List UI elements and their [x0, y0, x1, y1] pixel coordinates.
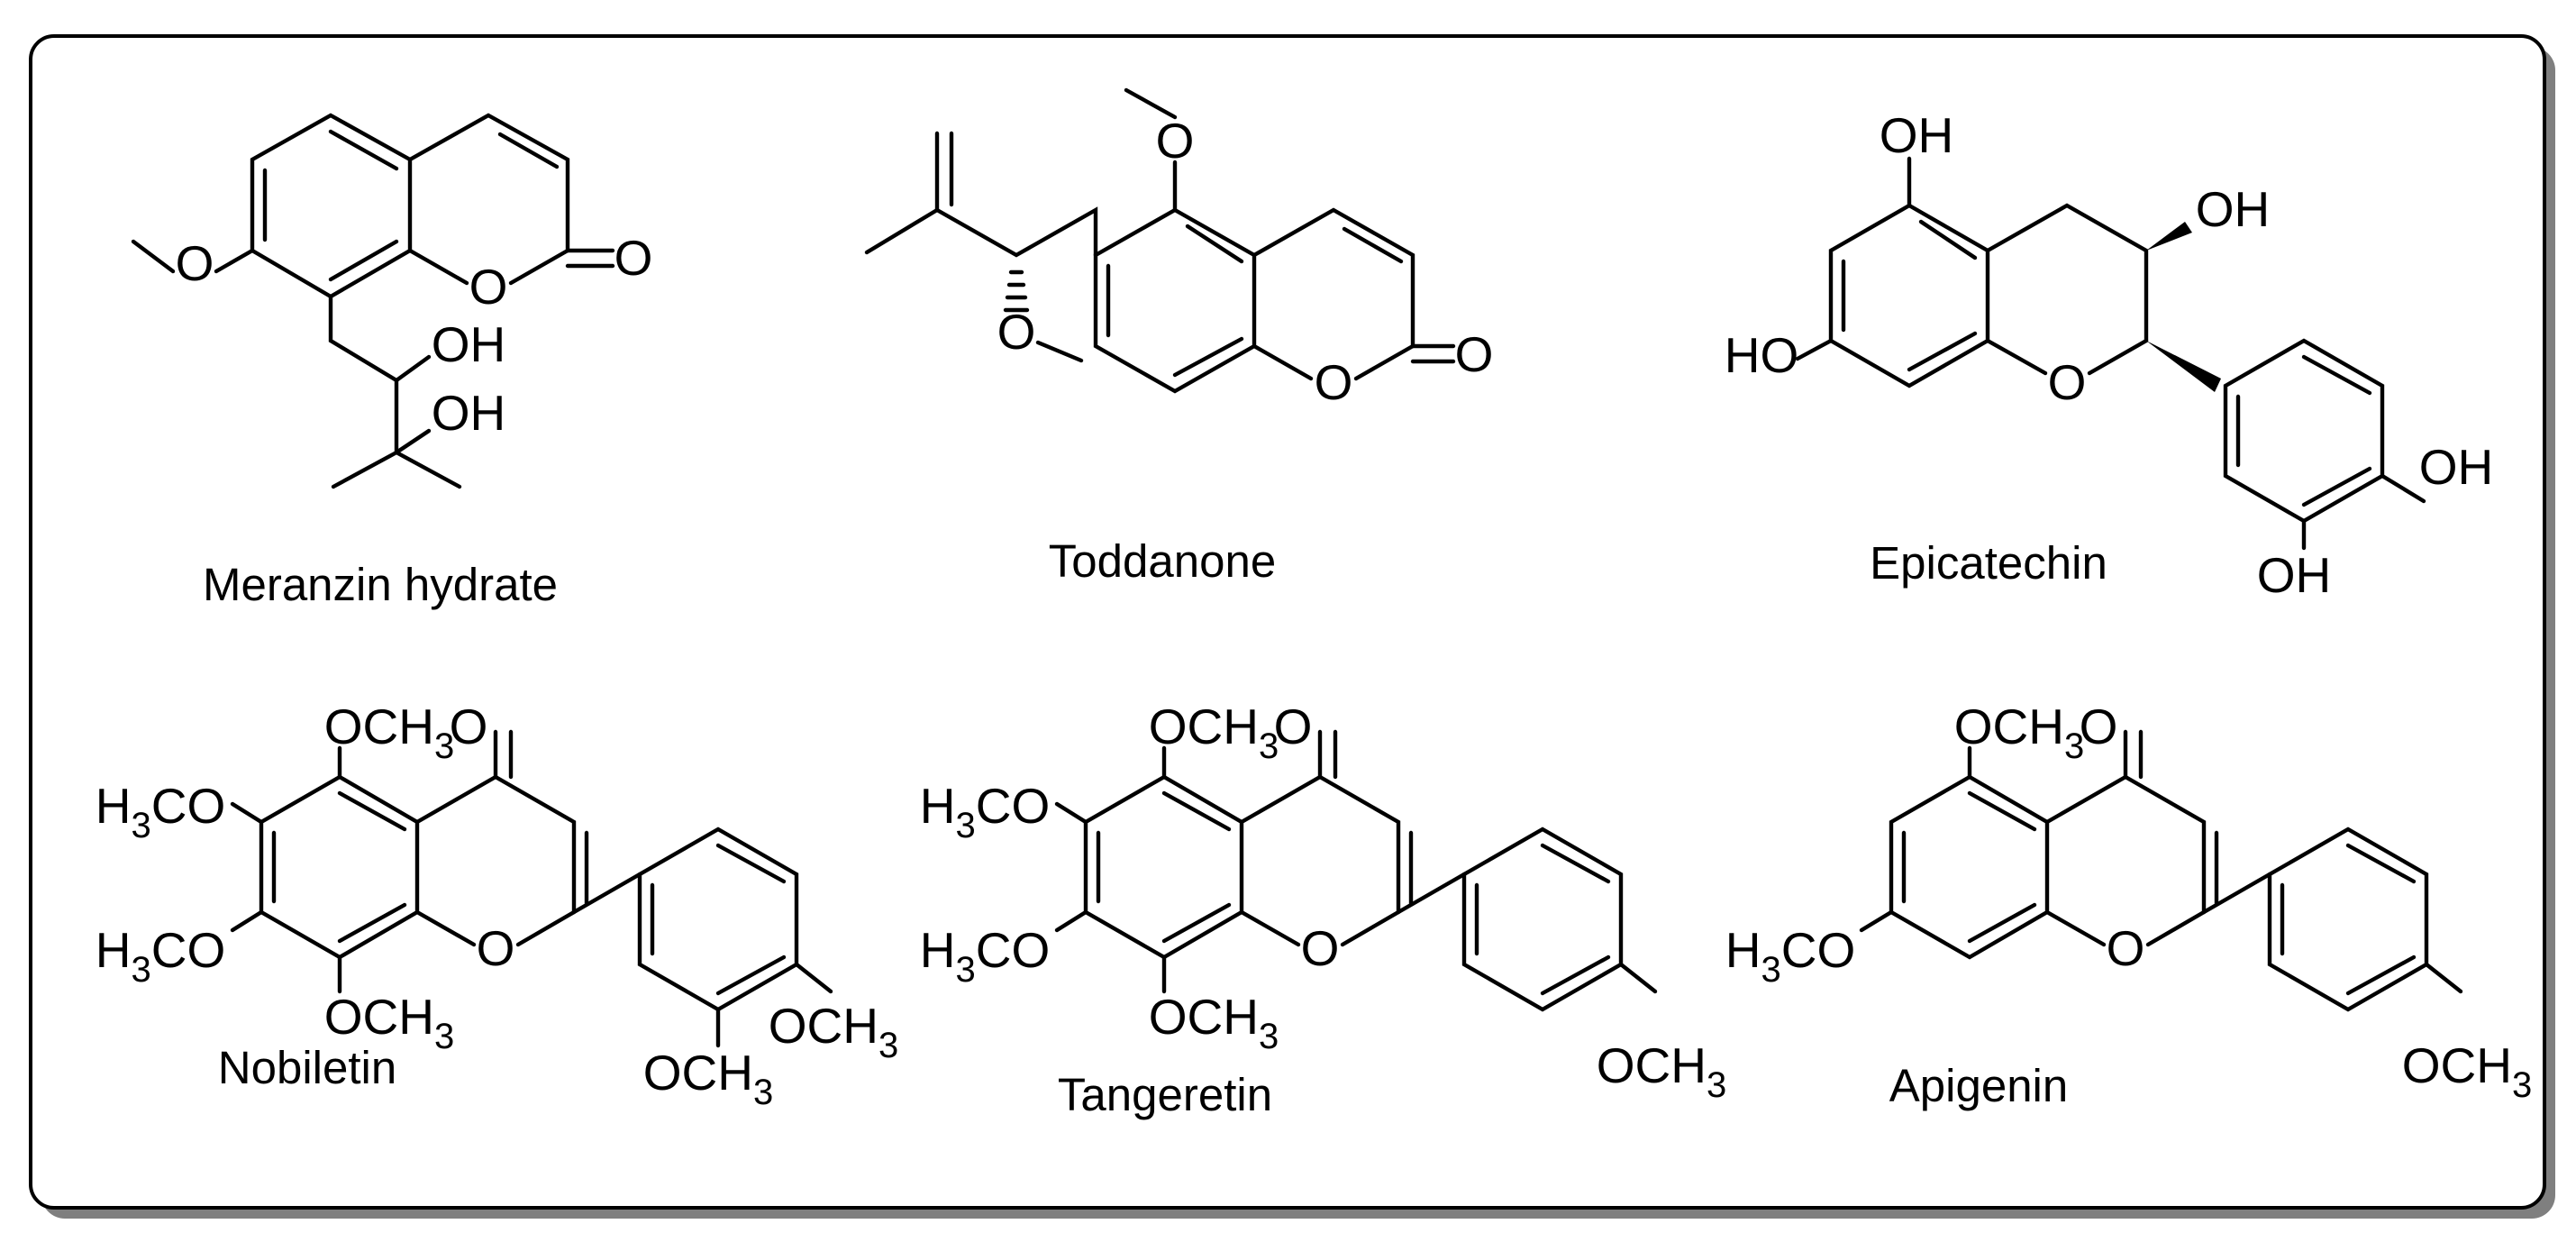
panel-frame	[29, 34, 2546, 1210]
tangeretin-o-ring: O	[1301, 920, 1340, 976]
apigenin-h3co-7: H3CO	[1725, 922, 1855, 990]
nobiletin-och3-5: OCH3	[324, 699, 454, 766]
compound-meranzin-hydrate: O O O OH OH Meranzin hydrate	[131, 113, 653, 610]
tangeretin-och3-4p: OCH3	[1597, 1037, 1726, 1105]
meranzin-hydrate-oh-1: OH	[432, 316, 506, 372]
epicatechin-ho-7: HO	[1725, 327, 1799, 383]
tangeretin-bonds	[1054, 729, 1658, 1012]
nobiletin-o-ring: O	[477, 920, 515, 976]
meranzin-hydrate-oh-2: OH	[432, 385, 506, 441]
compound-name-epicatechin: Epicatechin	[1870, 537, 2107, 589]
compound-toddanone: O O O O Toddanone	[864, 87, 1494, 587]
epicatechin-oh-4p: OH	[2419, 439, 2494, 495]
tangeretin-o-carbonyl: O	[1274, 699, 1313, 754]
compound-apigenin: OCH3 O H3CO O OCH3 Apigenin	[1725, 699, 2532, 1111]
epicatechin-wedge-aryl	[2146, 341, 2221, 392]
nobiletin-h3co-7: H3CO	[96, 922, 225, 990]
epicatechin-oh-3: OH	[2196, 181, 2271, 237]
nobiletin-h3co-6: H3CO	[96, 778, 225, 845]
nobiletin-och3-3p: OCH3	[643, 1045, 773, 1112]
compound-epicatechin: OH OH HO O OH OH Epicatechin	[1725, 107, 2494, 603]
compound-name-tangeretin: Tangeretin	[1058, 1069, 1272, 1120]
meranzin-hydrate-o-ring: O	[469, 259, 508, 315]
nobiletin-och3-4p: OCH3	[769, 998, 898, 1065]
toddanone-o-side: O	[997, 304, 1036, 360]
apigenin-o-ring: O	[2107, 920, 2145, 976]
apigenin-bonds	[1859, 729, 2463, 1012]
nobiletin-och3-8: OCH3	[324, 989, 454, 1056]
apigenin-och3-4p: OCH3	[2402, 1037, 2532, 1105]
compound-name-meranzin-hydrate: Meranzin hydrate	[203, 559, 558, 610]
compound-name-apigenin: Apigenin	[1889, 1060, 2069, 1111]
toddanone-o-ring: O	[1315, 354, 1353, 410]
meranzin-hydrate-bonds	[131, 113, 615, 489]
epicatechin-oh-5: OH	[1880, 107, 1954, 163]
epicatechin-o-ring: O	[2048, 354, 2087, 410]
compound-tangeretin: OCH3 O H3CO H3CO O OCH3 OCH3 Tangeretin	[920, 699, 1726, 1120]
epicatechin-wedge-oh	[2146, 222, 2192, 251]
toddanone-o-carbonyl: O	[1455, 326, 1494, 382]
compound-name-nobiletin: Nobiletin	[218, 1042, 396, 1093]
epicatechin-bonds	[1795, 156, 2426, 551]
compound-name-toddanone: Toddanone	[1049, 535, 1276, 587]
tangeretin-h3co-7: H3CO	[920, 922, 1050, 990]
epicatechin-oh-3p: OH	[2257, 547, 2332, 603]
nobiletin-bonds	[230, 729, 833, 1048]
toddanone-o-methoxy: O	[1156, 113, 1195, 169]
nobiletin-o-carbonyl: O	[450, 699, 488, 754]
meranzin-hydrate-o-carbonyl: O	[614, 230, 653, 286]
meranzin-hydrate-o-methoxy: O	[176, 235, 214, 291]
tangeretin-och3-8: OCH3	[1149, 989, 1279, 1056]
toddanone-bonds	[864, 87, 1456, 394]
apigenin-och3-5: OCH3	[1954, 699, 2084, 766]
compound-nobiletin: OCH3 O H3CO H3CO O OCH3 OCH3 OCH3 Nobile…	[96, 699, 898, 1112]
tangeretin-h3co-6: H3CO	[920, 778, 1050, 845]
tangeretin-och3-5: OCH3	[1149, 699, 1279, 766]
apigenin-o-carbonyl: O	[2080, 699, 2118, 754]
